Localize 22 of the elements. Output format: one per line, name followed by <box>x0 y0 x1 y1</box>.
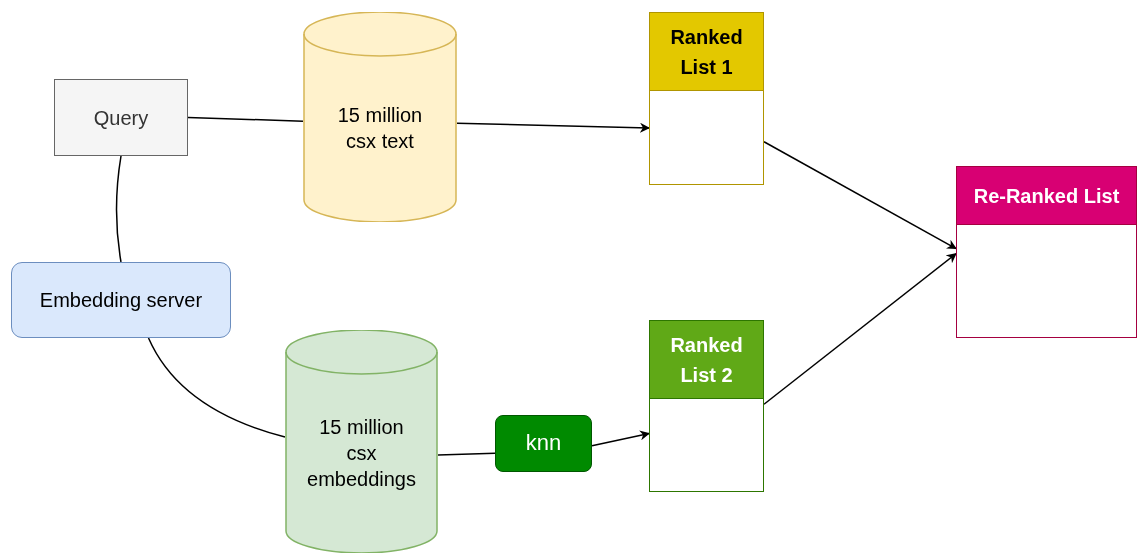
list-box <box>956 166 1137 338</box>
connector-line <box>437 452 496 456</box>
process-box <box>11 262 231 338</box>
list-title: Ranked List 2 <box>669 332 744 388</box>
connector-line <box>147 337 286 438</box>
node-label: 15 million csx text <box>336 103 424 154</box>
list-box <box>649 12 764 185</box>
node-label: knn <box>525 429 562 458</box>
connector-line <box>115 155 122 263</box>
node-label: Embedding server <box>39 288 203 313</box>
node-label: 15 million csx embeddings <box>306 414 417 492</box>
connector-line <box>187 116 304 122</box>
list-title: Ranked List 1 <box>669 24 744 80</box>
connector-line <box>763 252 957 406</box>
connector-line <box>763 141 957 250</box>
connector-line <box>591 430 650 447</box>
process-box <box>495 415 592 472</box>
list-box <box>649 320 764 492</box>
node-label: Query <box>93 105 149 131</box>
process-box <box>54 79 188 156</box>
list-title: Re-Ranked List <box>973 183 1120 209</box>
connector-line <box>456 122 650 133</box>
